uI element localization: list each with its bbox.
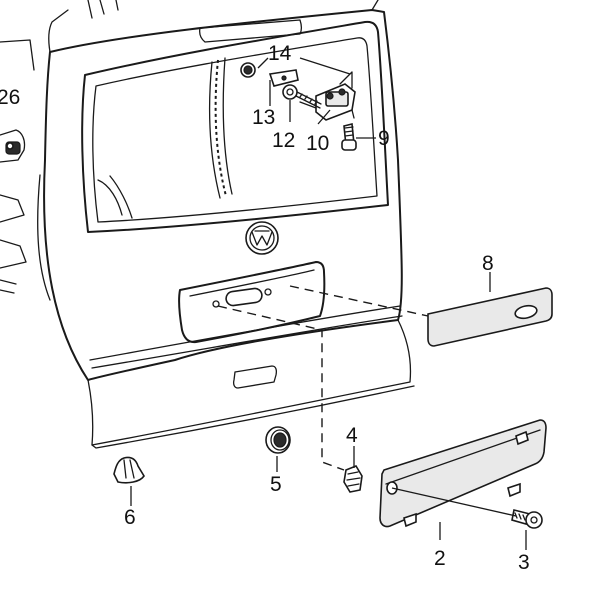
handle-recess [232, 365, 278, 389]
callout-14: 14 [268, 42, 292, 65]
callout-8: 8 [482, 252, 494, 275]
callout-9: 9 [378, 127, 390, 150]
callout-13: 13 [252, 106, 275, 129]
nut-14 [240, 62, 256, 78]
plate-cover-8 [427, 287, 553, 347]
hinge-assembly [299, 71, 356, 121]
clip-4 [343, 465, 363, 493]
callout-12: 12 [272, 129, 295, 152]
bump-stop-6 [113, 456, 145, 484]
callout-10: 10 [306, 132, 329, 155]
rear-window [81, 20, 389, 233]
vw-emblem [245, 221, 279, 255]
callout-3: 3 [518, 551, 530, 574]
grommet-5 [265, 426, 291, 454]
trim-strip-2 [379, 419, 547, 528]
callout-4: 4 [346, 424, 358, 447]
callout-26: 26 [0, 86, 20, 109]
tailgate-body [37, 0, 415, 449]
bolt-12 [282, 84, 322, 109]
screw-3 [511, 509, 543, 529]
callout-6: 6 [124, 506, 136, 529]
leader-lines [130, 57, 527, 550]
licence-plate-recess [178, 261, 326, 344]
side-panel-part [0, 39, 35, 294]
assembly-lines [217, 285, 517, 517]
callout-5: 5 [270, 473, 282, 496]
callout-2: 2 [434, 547, 446, 570]
bolt-9 [341, 122, 357, 151]
bracket-13 [268, 69, 299, 87]
